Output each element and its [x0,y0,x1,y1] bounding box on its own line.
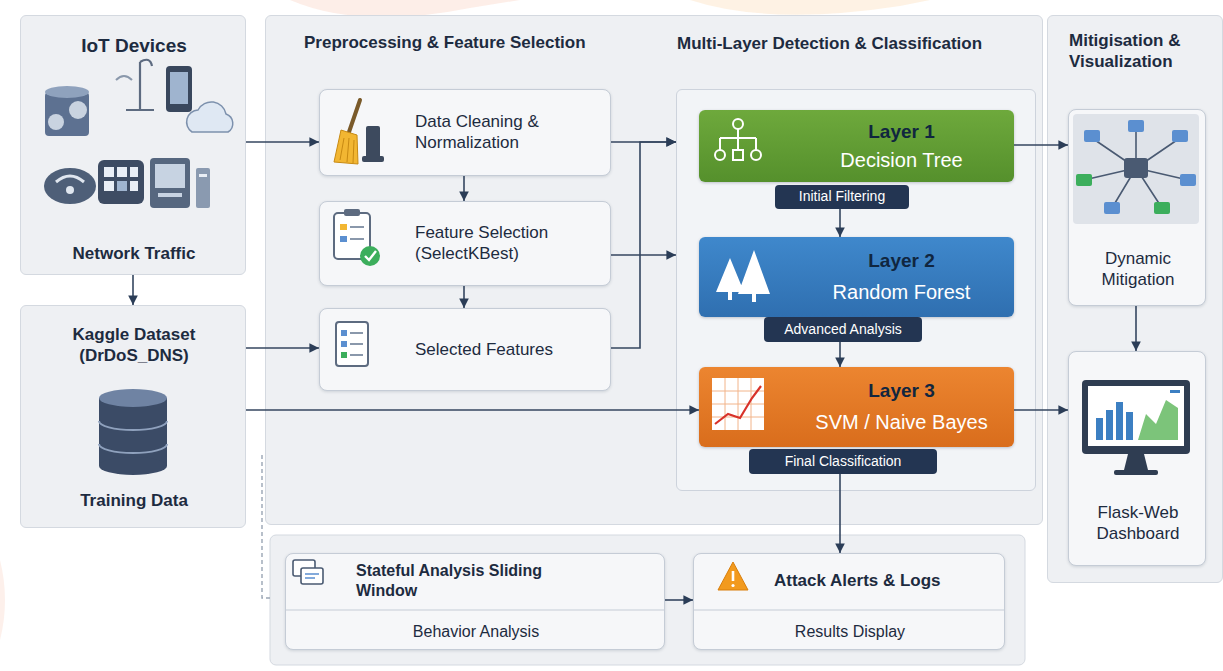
text-slot: Kaggle Dataset (DrDoS_DNS) [34,325,234,366]
text-slot: Network Traffic [21,244,247,265]
text-slot: Stateful Analysis Sliding Window [356,561,556,600]
text-slot: Attack Alerts & Logs [774,571,994,592]
node-text: Results Display [694,622,1006,642]
node-title: Feature Selection (SelectKBest) [415,223,600,264]
text-slot: Final Classification [749,453,937,470]
text-slot: Feature Selection (SelectKBest) [415,223,600,264]
node-title: Advanced Analysis [764,321,922,338]
text-slot: Layer 3 [794,379,1009,402]
text-slot: Initial Filtering [775,188,909,205]
process-box: Attack Alerts & LogsResults Display [693,553,1005,650]
process-box: Stateful Analysis Sliding WindowBehavior… [285,553,665,650]
node-title: Stateful Analysis Sliding Window [356,561,556,600]
flow-arrow [1014,144,1068,146]
text-slot: Behavior Analysis [286,622,666,642]
node-title: Layer 3 [794,379,1009,402]
panel: Mitigisation & VisualizationDynamic Miti… [1047,15,1223,583]
text-slot: SVM / Naive Bayes [794,410,1009,434]
node-title: IoT Devices [21,34,247,57]
process-box: Selected Features [319,308,611,391]
text-slot: Layer 2 [794,249,1009,272]
flow-arrow [246,409,699,411]
flow-arrow [246,347,319,349]
text-slot: Selected Features [415,340,600,361]
node-title: Preprocessing & Feature Selection [304,33,624,54]
text-slot: Preprocessing & Feature Selection [304,33,624,54]
flow-arrow [611,254,676,256]
process-box: Dynamic Mitigation [1068,109,1206,306]
node-text: Behavior Analysis [286,622,666,642]
text-slot: IoT Devices [21,34,247,57]
node-title: Multi-Layer Detection & Classification [677,34,1049,55]
layer-box: Layer 1 Decision Tree [699,110,1014,182]
flow-arrow [246,141,319,143]
node-title: Kaggle Dataset (DrDoS_DNS) [34,325,234,366]
layer-box: Layer 3 SVM / Naive Bayes [699,367,1014,447]
node-title: Data Cleaning & Normalization [415,112,600,153]
panel: Preprocessing & Feature SelectionData Cl… [265,15,1043,525]
node-text: Training Data [21,491,247,512]
flow-arrow [611,141,676,143]
text-slot: Training Data [21,491,247,512]
node-title: Layer 1 [794,120,1009,143]
node-text: Random Forest [794,280,1009,304]
flow-arrow [839,209,841,237]
text-slot: Mitigisation & Visualization [1069,31,1219,72]
flow-arrow [839,474,841,553]
text-slot: Random Forest [794,280,1009,304]
node-title: Flask-Web Dashboard [1073,503,1203,544]
text-slot: Dynamic Mitigation [1073,249,1203,290]
panel: IoT DevicesNetwork Traffic [20,15,246,275]
layer-box: Layer 2 Random Forest [699,237,1014,317]
text-slot: Decision Tree [794,148,1009,172]
group-box: Multi-Layer Detection & ClassificationLa… [676,89,1036,491]
text-slot: Flask-Web Dashboard [1073,503,1203,544]
node-title: Final Classification [749,453,937,470]
flow-arrow [665,599,693,601]
node-title: Mitigisation & Visualization [1069,31,1219,72]
process-box: Flask-Web Dashboard [1068,351,1206,566]
node-text: SVM / Naive Bayes [794,410,1009,434]
stage-tag: Final Classification [749,449,937,474]
text-slot: Multi-Layer Detection & Classification [677,34,1049,55]
process-box: Feature Selection (SelectKBest) [319,201,611,286]
flow-arrow [1135,306,1137,351]
stage-tag: Initial Filtering [775,185,909,209]
text-slot: Advanced Analysis [764,321,922,338]
flow-arrow [463,286,465,308]
flow-arrow [463,176,465,201]
flow-arrow [1014,409,1068,411]
text-slot: Data Cleaning & Normalization [415,112,600,153]
node-title: Layer 2 [794,249,1009,272]
flow-arrow [132,275,134,305]
text-slot: Layer 1 [794,120,1009,143]
node-title: Attack Alerts & Logs [774,571,994,592]
flow-arrow [611,142,676,348]
flow-arrow [839,342,841,367]
node-title: Dynamic Mitigation [1073,249,1203,290]
node-text: Decision Tree [794,148,1009,172]
node-title: Initial Filtering [775,188,909,205]
stage-tag: Advanced Analysis [764,317,922,342]
node-text: Network Traffic [21,244,247,265]
text-slot: Results Display [694,622,1006,642]
panel: Kaggle Dataset (DrDoS_DNS) Training Data [20,305,246,528]
node-title: Selected Features [415,340,600,361]
process-box: Data Cleaning & Normalization [319,89,611,176]
